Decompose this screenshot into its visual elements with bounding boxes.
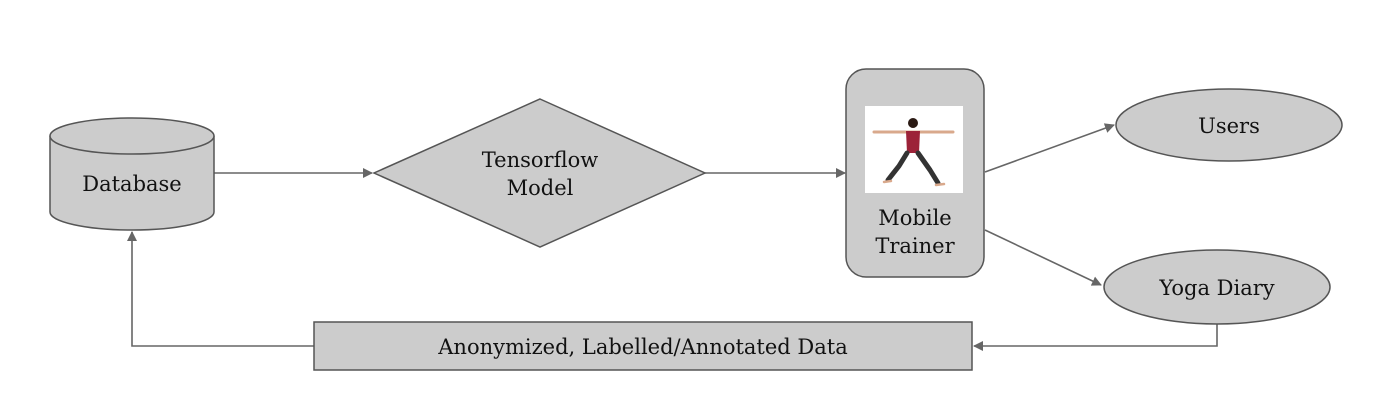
trainer-label-line2: Trainer bbox=[875, 234, 955, 258]
edge-diary-to-data bbox=[973, 324, 1218, 351]
diary-node: Yoga Diary bbox=[1103, 249, 1331, 325]
database-node: Database bbox=[49, 117, 215, 231]
data-box-label: Anonymized, Labelled/Annotated Data bbox=[437, 335, 847, 359]
model-node: Tensorflow Model bbox=[372, 98, 707, 248]
diary-label: Yoga Diary bbox=[1158, 276, 1274, 300]
yoga-pose-icon bbox=[872, 118, 955, 187]
model-label-line1: Tensorflow bbox=[482, 148, 598, 172]
trainer-node: Mobile Trainer bbox=[845, 68, 985, 278]
edges bbox=[127, 123, 1218, 351]
data-box-node: Anonymized, Labelled/Annotated Data bbox=[313, 321, 973, 371]
users-label: Users bbox=[1198, 114, 1260, 138]
edge-trainer-to-diary bbox=[984, 229, 1102, 286]
model-label-line2: Model bbox=[507, 176, 574, 200]
trainer-label-line1: Mobile bbox=[878, 206, 951, 230]
edge-data-to-database bbox=[127, 231, 314, 347]
users-node: Users bbox=[1115, 88, 1343, 162]
edge-trainer-to-users bbox=[984, 123, 1115, 173]
database-label: Database bbox=[82, 172, 181, 196]
